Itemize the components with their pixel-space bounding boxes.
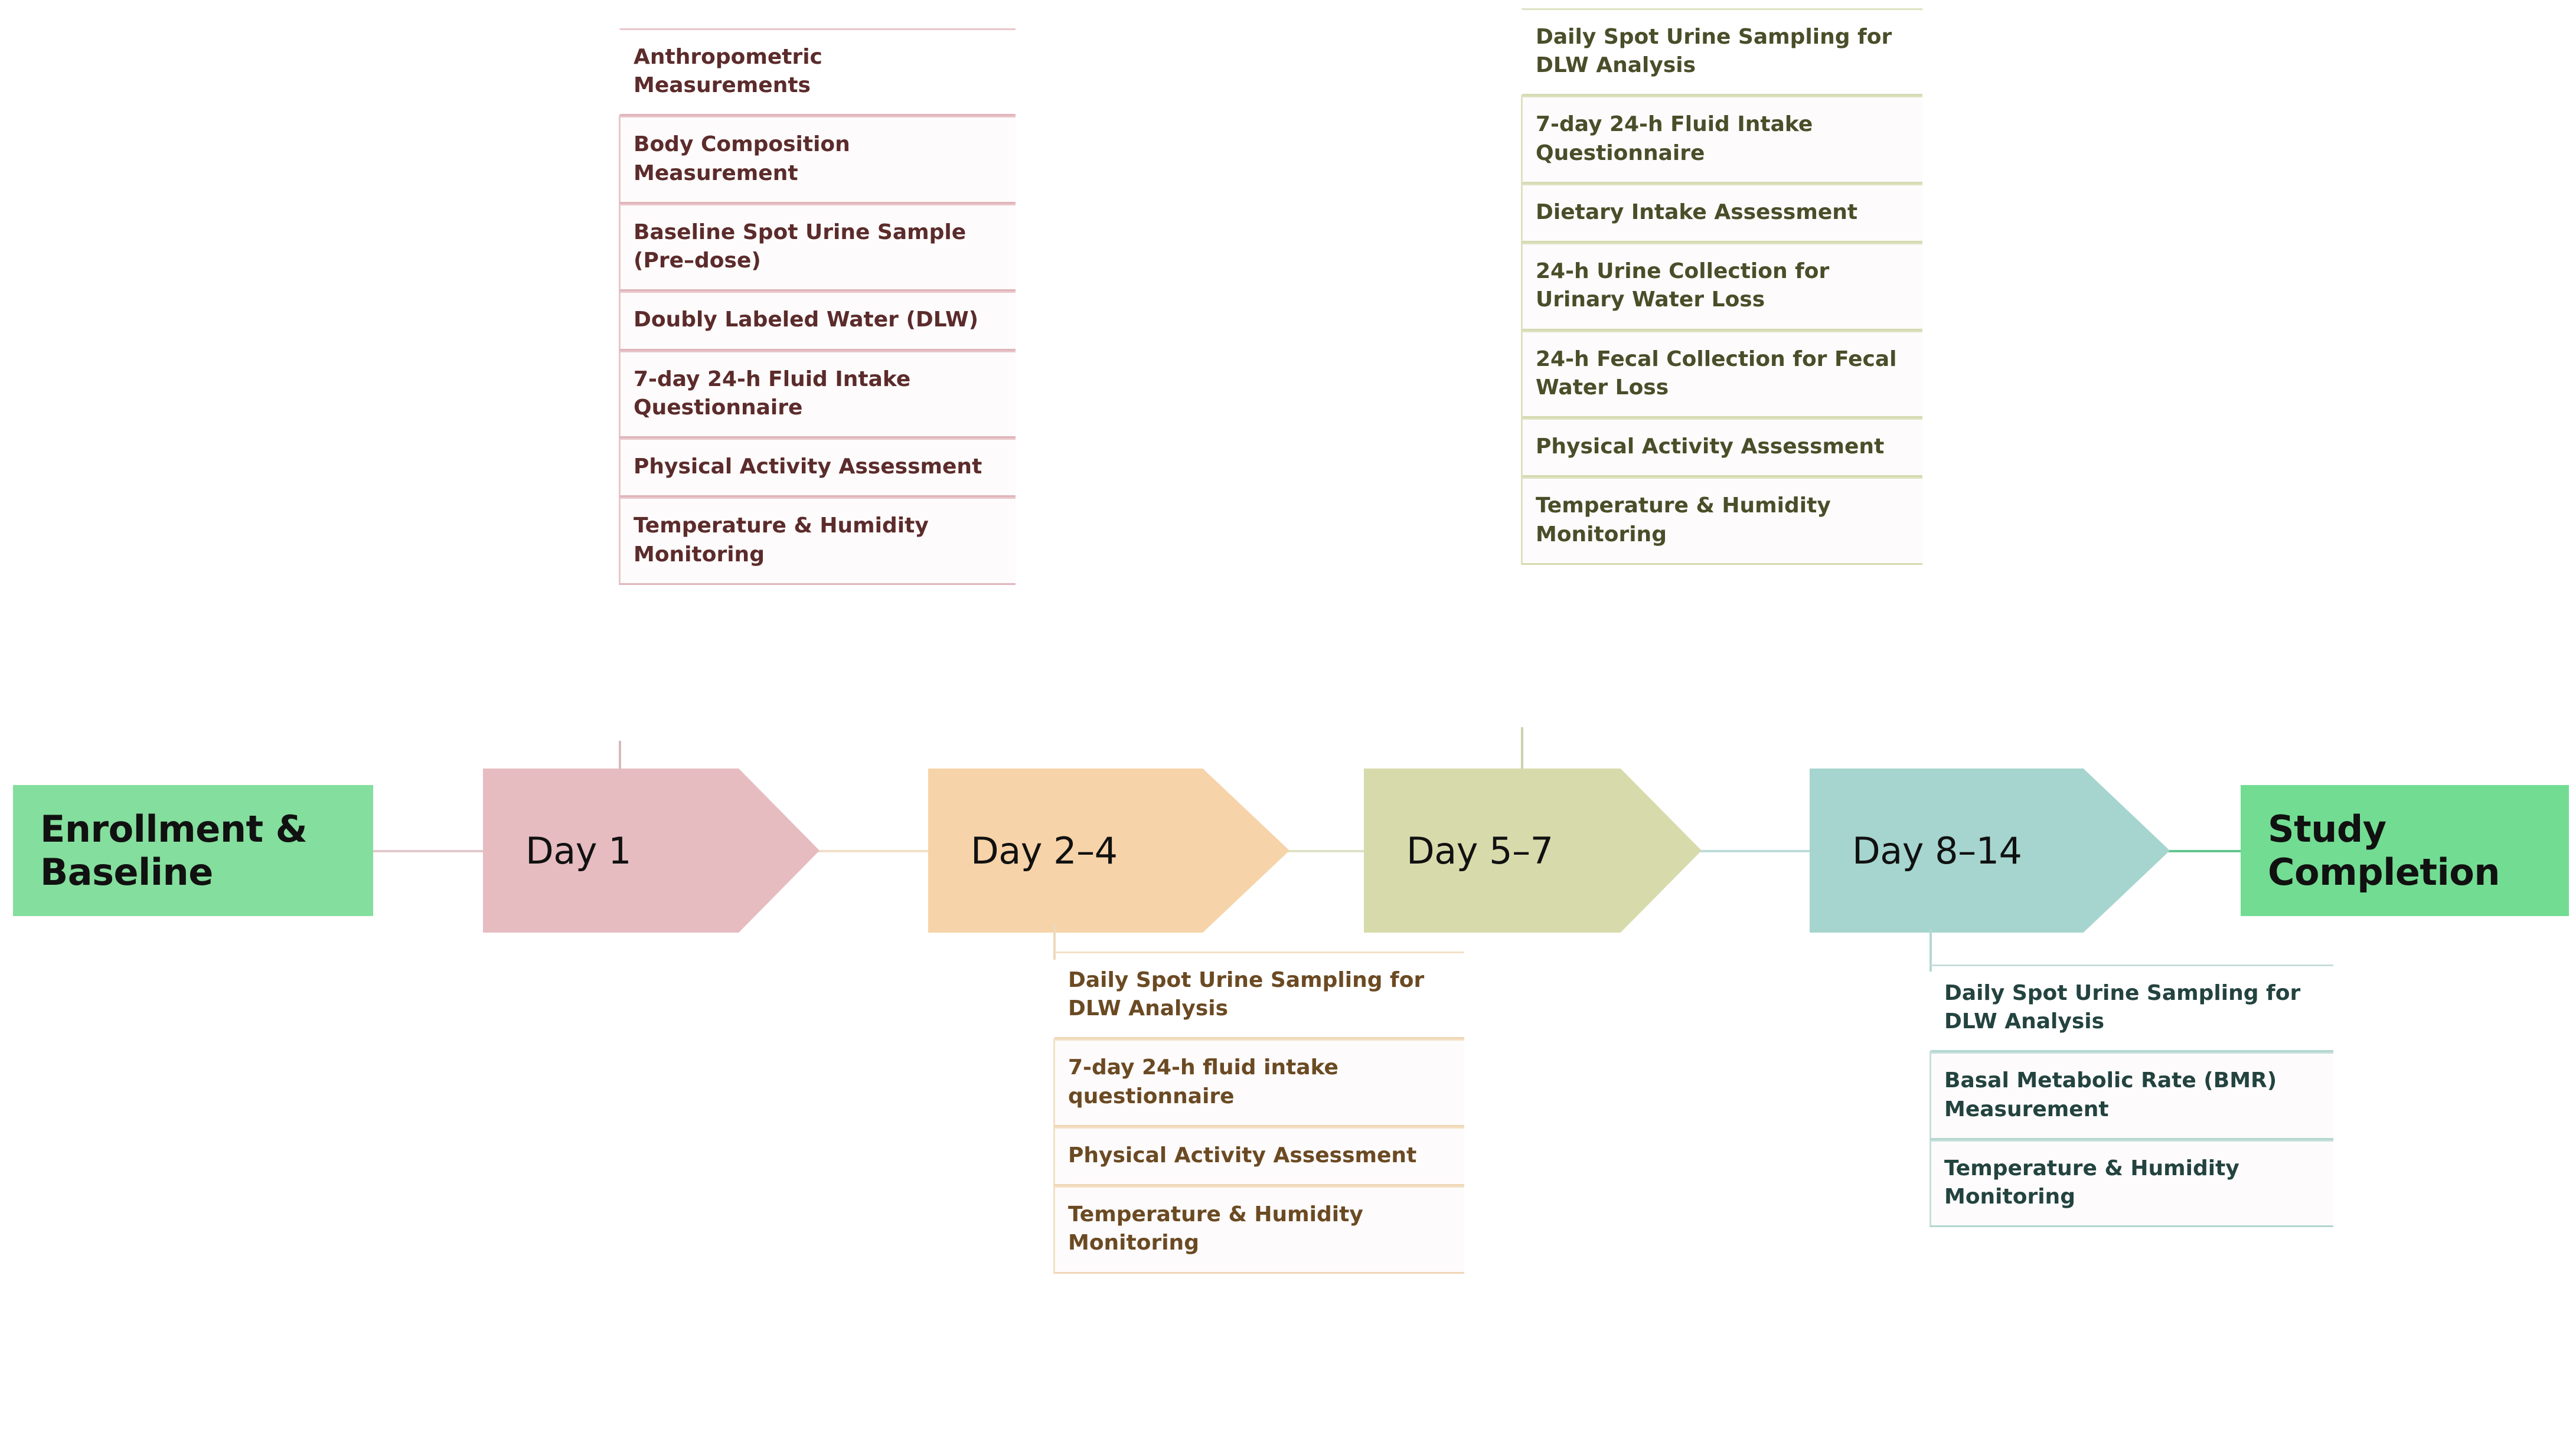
task-item: 7-day 24-h Fluid Intake Questionnaire	[1521, 96, 1922, 184]
task-list-day1: Anthropometric Measurements Body Composi…	[619, 28, 1016, 585]
task-item: Physical Activity Assessment	[1521, 418, 1922, 478]
task-item: Doubly Labeled Water (DLW)	[619, 291, 1016, 351]
timeline-node-day8-14[interactable]: Day 8–14	[1810, 769, 2170, 933]
task-item: Baseline Spot Urine Sample (Pre–dose)	[619, 203, 1016, 292]
connector-line-day2-4	[1053, 924, 1056, 960]
task-item: Physical Activity Assessment	[1053, 1126, 1464, 1186]
task-item: Body Composition Measurement	[619, 116, 1016, 204]
timeline-node-day2-4[interactable]: Day 2–4	[928, 769, 1289, 933]
task-item: Daily Spot Urine Sampling for DLW Analys…	[1521, 8, 1922, 96]
task-list-day8-14: Daily Spot Urine Sampling for DLW Analys…	[1929, 964, 2333, 1228]
task-item: 7-day 24-h Fluid Intake Questionnaire	[619, 350, 1016, 439]
task-item: Dietary Intake Assessment	[1521, 183, 1922, 243]
task-item: 7-day 24-h fluid intake questionnaire	[1053, 1039, 1464, 1127]
task-item: 24-h Urine Collection for Urinary Water …	[1521, 243, 1922, 331]
timeline-node-day1[interactable]: Day 1	[483, 769, 820, 933]
timeline-node-day5-7[interactable]: Day 5–7	[1364, 769, 1702, 933]
timeline-connector	[2149, 850, 2247, 852]
task-item: Temperature & Humidity Monitoring	[619, 497, 1016, 585]
task-item: Temperature & Humidity Monitoring	[1929, 1139, 2333, 1228]
task-item: Physical Activity Assessment	[619, 438, 1016, 498]
timeline-connector	[372, 850, 488, 852]
timeline-node-study-completion[interactable]: Study Completion	[2241, 785, 2569, 916]
task-item: Temperature & Humidity Monitoring	[1053, 1186, 1464, 1274]
task-item: Daily Spot Urine Sampling for DLW Analys…	[1929, 964, 2333, 1052]
connector-line-day5-7	[1521, 727, 1523, 805]
timeline-connector	[803, 850, 934, 852]
task-item: Basal Metabolic Rate (BMR) Measurement	[1929, 1052, 2333, 1140]
connector-line-day8-14	[1929, 929, 1932, 972]
task-item: Daily Spot Urine Sampling for DLW Analys…	[1053, 951, 1464, 1039]
timeline-connector	[1682, 850, 1816, 852]
task-list-day5-7: Daily Spot Urine Sampling for DLW Analys…	[1521, 8, 1922, 565]
task-list-day2-4: Daily Spot Urine Sampling for DLW Analys…	[1053, 951, 1464, 1274]
task-item: 24-h Fecal Collection for Fecal Water Lo…	[1521, 330, 1922, 418]
task-item: Anthropometric Measurements	[619, 28, 1016, 116]
task-item: Temperature & Humidity Monitoring	[1521, 477, 1922, 565]
timeline-connector	[1269, 850, 1371, 852]
study-timeline: Enrollment & Baseline Day 1 Day 2–4 Day …	[0, 769, 2576, 933]
timeline-node-enrollment[interactable]: Enrollment & Baseline	[13, 785, 373, 916]
